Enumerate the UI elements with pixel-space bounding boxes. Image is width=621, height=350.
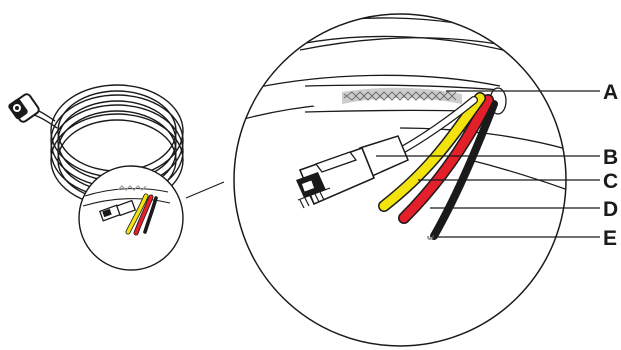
callout-label-b: B [603, 146, 618, 169]
callout-label-a: A [603, 81, 618, 104]
magnifier-connector-line [186, 182, 224, 198]
callout-label-d: D [603, 198, 618, 221]
callout-label-e: E [603, 227, 617, 250]
callout-label-c: C [603, 170, 618, 193]
small-magnifier-lens [79, 166, 183, 270]
round-connector-icon [7, 93, 40, 124]
